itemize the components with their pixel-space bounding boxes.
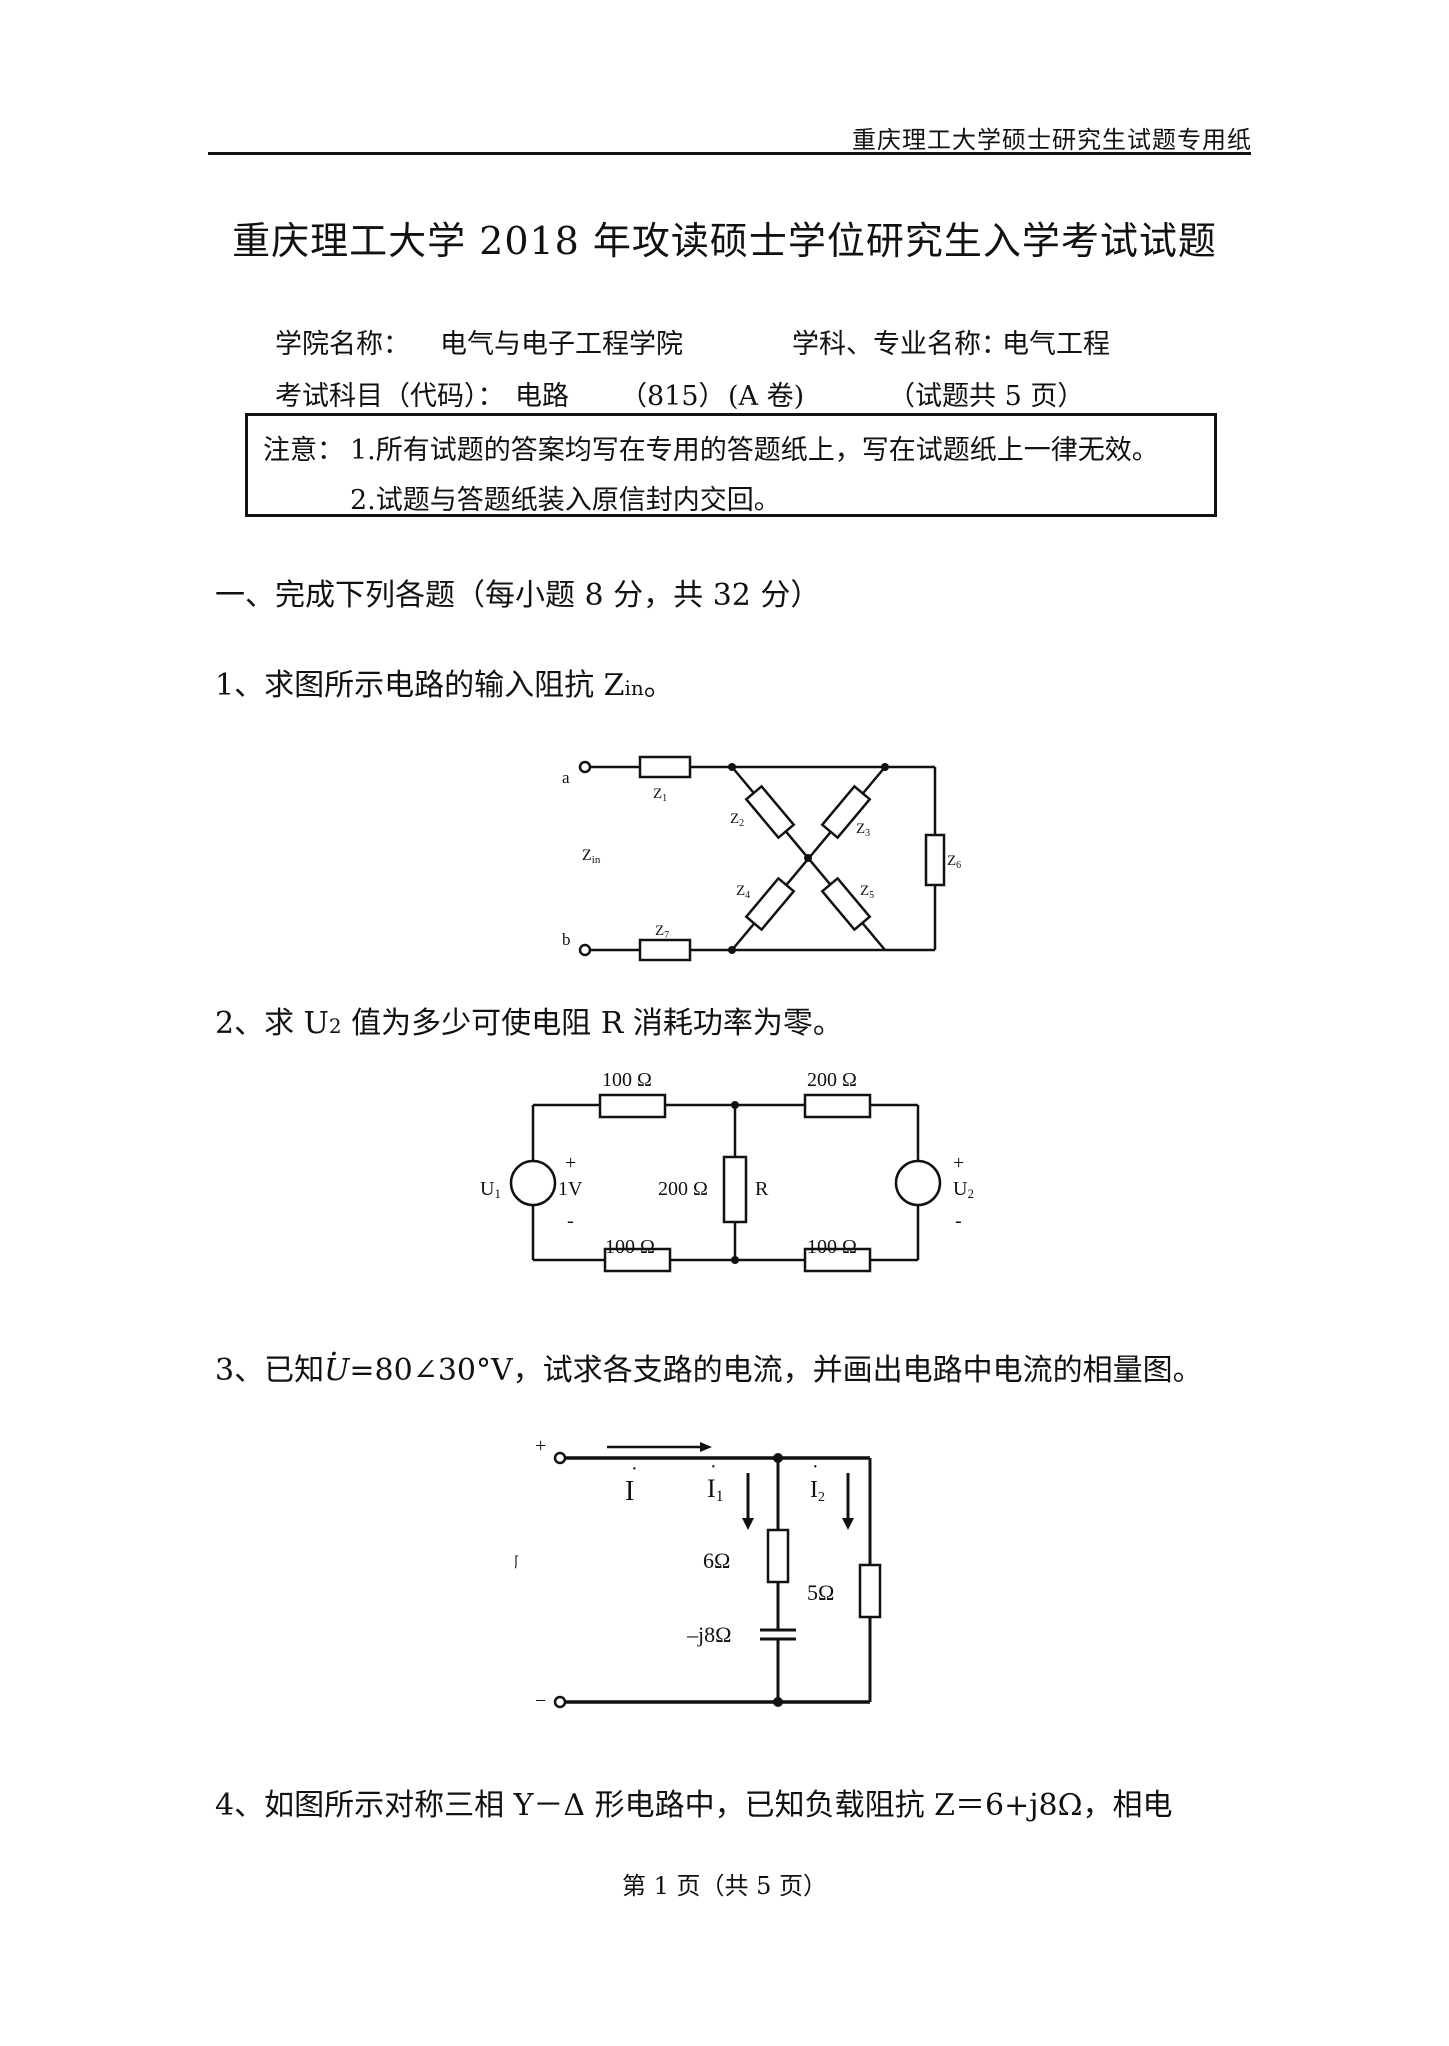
label-100-top: 100 Ω — [602, 1069, 652, 1091]
college-label: 学院名称： — [275, 329, 410, 360]
resistor-6 — [766, 1528, 790, 1584]
u2-plus: + — [953, 1152, 964, 1174]
label-i1: I1 — [707, 1474, 724, 1505]
question-1-subscript: in — [624, 676, 644, 700]
svg-text:·: · — [710, 1456, 717, 1478]
page-title: 重庆理工大学 2018 年攻读硕士学位研究生入学考试试题 — [232, 219, 1217, 263]
resistor-5 — [858, 1563, 882, 1619]
label-minus: − — [535, 1690, 546, 1712]
z4-label: Z4 — [736, 883, 750, 901]
question-2-end: 值为多少可使电阻 R 消耗功率为零。 — [341, 1006, 843, 1041]
question-1-body: 1、求图所示电路的输入阻抗 Z — [215, 668, 625, 703]
question-2-body: 2、求 U — [215, 1006, 329, 1041]
impedance-z6 — [924, 833, 946, 887]
label-plus: + — [535, 1435, 546, 1457]
label-200-mid: 200 Ω — [658, 1178, 708, 1200]
terminal-a — [578, 760, 592, 774]
z1-label: Z1 — [653, 786, 667, 804]
subject-name: 电路 — [515, 381, 569, 412]
terminal-b — [578, 943, 592, 957]
question-3-body: 3、已知 — [215, 1353, 325, 1388]
subject-code: （815） — [620, 381, 726, 412]
major-label: 学科、专业名称： — [792, 329, 1008, 360]
u1-plus: + — [565, 1152, 576, 1174]
impedance-z7 — [638, 938, 692, 962]
notice-box — [245, 413, 1217, 517]
impedance-z5 — [820, 876, 872, 932]
u2-minus: - — [955, 1210, 962, 1232]
label-100-bottom-left: 100 Ω — [605, 1236, 655, 1258]
label-i: I — [625, 1476, 634, 1507]
z6-label: Z6 — [947, 853, 961, 871]
source-u1 — [509, 1159, 557, 1207]
header-label: 重庆理工大学硕士研究生试题专用纸 — [852, 126, 1252, 154]
question-3-end: =80∠30°V，试求各支路的电流，并画出电路中电流的相量图。 — [349, 1353, 1203, 1388]
question-3-voltage-phasor: ·U — [324, 1337, 350, 1388]
arrow-i2 — [842, 1518, 854, 1530]
terminal-plus — [553, 1451, 567, 1465]
label-100-bottom-right: 100 Ω — [807, 1236, 857, 1258]
notice-line-2: 2.试题与答题纸装入原信封内交回。 — [350, 485, 781, 516]
question-4-text: 4、如图所示对称三相 Y－Δ 形电路中，已知负载阻抗 Z＝6+j8Ω，相电 — [215, 1788, 1173, 1823]
section-heading: 一、完成下列各题（每小题 8 分，共 32 分） — [215, 578, 821, 613]
zin-label: Zin — [582, 847, 601, 866]
resistor-200-top — [803, 1093, 872, 1119]
z3-label: Z3 — [856, 821, 870, 839]
question-1-end: 。 — [643, 668, 674, 703]
terminal-minus — [553, 1695, 567, 1709]
resistor-100-top — [598, 1093, 667, 1119]
impedance-z3 — [820, 784, 872, 840]
z7-label: Z7 — [655, 923, 669, 941]
header-divider — [208, 152, 1251, 155]
label-i2: I2 — [810, 1477, 825, 1505]
label-6ohm: 6Ω — [703, 1548, 730, 1573]
question-1-text: 1、求图所示电路的输入阻抗 Zin。 — [215, 660, 674, 704]
major-name: 电气工程 — [1002, 329, 1110, 360]
notice-line-1: 1.所有试题的答案均写在专用的答题纸上，写在试题纸上一律无效。 — [350, 435, 1159, 466]
impedance-z1 — [638, 755, 692, 779]
circuit-1: a b Z1 Z2 Z3 Z4 Z5 Z6 Z7 Zin — [562, 755, 961, 962]
college-name: 电气与电子工程学院 — [440, 329, 683, 360]
label-u2: U2 — [953, 1178, 974, 1201]
terminal-b-label: b — [562, 930, 571, 949]
label-r: R — [755, 1178, 769, 1200]
subject-label: 考试科目（代码）： — [275, 381, 505, 412]
label-u: U — [515, 1550, 519, 1575]
impedance-z2 — [744, 784, 796, 840]
svg-text:·: · — [631, 1458, 638, 1480]
svg-text:·: · — [812, 1456, 819, 1478]
page-footer: 第 1 页（共 5 页） — [621, 1872, 828, 1900]
circuit-2: 100 Ω 200 Ω 200 Ω R 100 Ω 100 Ω U1 1V + … — [480, 1069, 974, 1273]
resistor-r — [722, 1155, 748, 1224]
arrow-i1 — [742, 1518, 754, 1530]
question-3-text: 3、已知·U=80∠30°V，试求各支路的电流，并画出电路中电流的相量图。 — [215, 1337, 1203, 1389]
notice-lead: 注意： — [263, 435, 344, 466]
label-200-top: 200 Ω — [807, 1069, 857, 1091]
label-neg-j8ohm: –j8Ω — [686, 1622, 731, 1647]
question-2-text: 2、求 U2 值为多少可使电阻 R 消耗功率为零。 — [215, 998, 843, 1042]
u1-minus: - — [567, 1210, 574, 1232]
page-count: （试题共 5 页） — [888, 381, 1085, 412]
label-u1-value: 1V — [558, 1178, 583, 1200]
question-2-subscript: 2 — [328, 1014, 342, 1038]
label-u1: U1 — [480, 1178, 501, 1201]
source-u2 — [894, 1159, 942, 1207]
circuit-3: + − I · I1 · I2 · U · 6Ω –j8Ω 5Ω — [515, 1435, 882, 1712]
terminal-a-label: a — [562, 768, 570, 787]
impedance-z4 — [744, 876, 796, 932]
z2-label: Z2 — [730, 811, 744, 829]
label-5ohm: 5Ω — [807, 1580, 834, 1605]
arrow-i — [700, 1442, 712, 1452]
paper-version: (A 卷) — [728, 381, 805, 412]
z5-label: Z5 — [860, 883, 874, 901]
